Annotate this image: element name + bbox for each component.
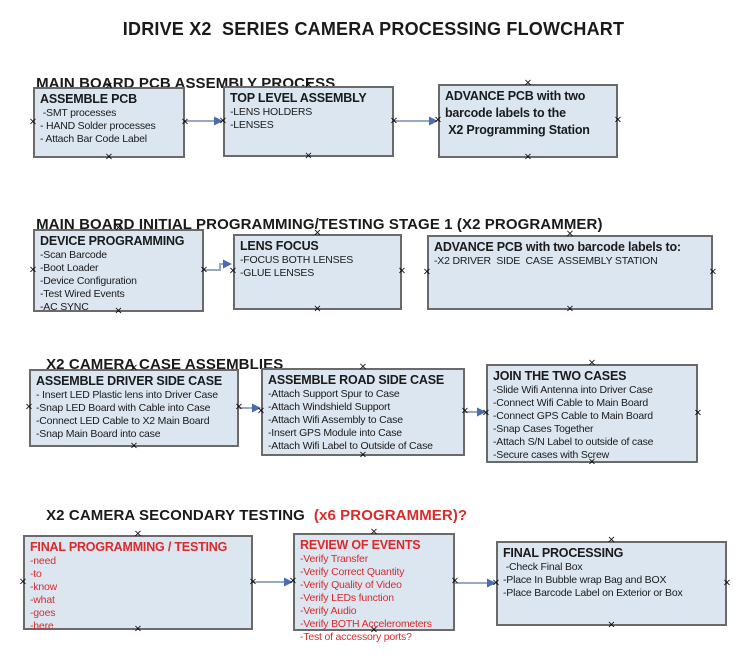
box-final-programming-testing: FINAL PROGRAMMING / TESTING -need-to-kno… — [23, 535, 253, 633]
box-item: -need — [30, 555, 56, 567]
box-item: -Slide Wifi Antenna into Driver Case — [493, 384, 653, 396]
box-title: LENS FOCUS — [240, 239, 319, 253]
box-item: -Verify Transfer — [300, 553, 368, 565]
box-review-of-events: REVIEW OF EVENTS -Verify Transfer-Verify… — [293, 533, 455, 643]
box-title: FINAL PROGRAMMING / TESTING — [30, 540, 228, 554]
box-item: -Snap LED Board with Cable into Case — [36, 402, 211, 414]
box-title: ASSEMBLE DRIVER SIDE CASE — [36, 374, 223, 388]
box-items: -LENS HOLDERS-LENSES — [230, 106, 389, 132]
box-title: ADVANCE PCB with two barcode labels to: — [434, 240, 681, 254]
box-title: FINAL PROCESSING — [503, 546, 624, 560]
box-item: -Verify Quality of Video — [300, 579, 402, 591]
section-heading-secondary-testing: X2 CAMERA SECONDARY TESTING (x6 PROGRAMME… — [29, 490, 467, 541]
box-item: -goes — [30, 607, 56, 619]
box-assemble-pcb: ASSEMBLE PCB -SMT processes- HAND Solder… — [33, 87, 185, 158]
section-heading-text: X2 CAMERA SECONDARY TESTING — [46, 507, 305, 524]
box-items: -Slide Wifi Antenna into Driver Case-Con… — [493, 384, 693, 462]
box-item: -Verify LEDs function — [300, 592, 394, 604]
box-title: TOP LEVEL ASSEMBLY — [230, 91, 367, 105]
flow-arrow-head — [252, 403, 261, 413]
box-items: -Attach Support Spur to Case-Attach Wind… — [268, 388, 460, 453]
flow-arrow-head — [477, 407, 486, 417]
box-item: -LENSES — [230, 119, 274, 131]
box-assemble-driver-side-case: ASSEMBLE DRIVER SIDE CASE - Insert LED P… — [29, 369, 239, 447]
box-advance-pcb-to-driver-side-station: ADVANCE PCB with two barcode labels to: … — [427, 235, 713, 310]
box-item: -Verify BOTH Accelerometers — [300, 618, 432, 630]
box-item: -LENS HOLDERS — [230, 106, 313, 118]
box-items: -Check Final Box-Place In Bubble wrap Ba… — [503, 561, 722, 600]
section-heading-initial-programming: MAIN BOARD INITIAL PROGRAMMING/TESTING S… — [19, 199, 603, 250]
box-item: -Verify Correct Quantity — [300, 566, 405, 578]
flow-arrow-head — [429, 116, 438, 126]
box-item: -know — [30, 581, 58, 593]
box-item: -Check Final Box — [503, 561, 583, 573]
box-item: -here — [30, 620, 54, 632]
box-item: -SMT processes — [40, 107, 117, 119]
box-item: -Device Configuration — [40, 275, 137, 287]
box-item: -Snap Main Board into case — [36, 428, 161, 440]
box-title: ASSEMBLE PCB — [40, 92, 137, 106]
box-items: -Verify Transfer-Verify Correct Quantity… — [300, 553, 450, 644]
section-heading-red-text: (x6 PROGRAMMER)? — [313, 507, 468, 524]
box-item: -Attach Wifi Assembly to Case — [268, 414, 403, 426]
box-title: JOIN THE TWO CASES — [493, 369, 627, 383]
box-item: -Place Barcode Label on Exterior or Box — [503, 587, 683, 599]
box-item: -Boot Loader — [40, 262, 99, 274]
box-title: DEVICE PROGRAMMING — [40, 234, 185, 248]
box-item: -Connect Wifi Cable to Main Board — [493, 397, 649, 409]
box-item: -Verify Audio — [300, 605, 357, 617]
box-items: -Scan Barcode-Boot Loader-Device Configu… — [40, 249, 199, 314]
box-item: -Snap Cases Together — [493, 423, 594, 435]
box-item: -Connect LED Cable to X2 Main Board — [36, 415, 210, 427]
page-title: IDRIVE X2 SERIES CAMERA PROCESSING FLOWC… — [122, 19, 625, 39]
flow-arrow-head — [284, 577, 293, 587]
box-assemble-road-side-case: ASSEMBLE ROAD SIDE CASE -Attach Support … — [261, 368, 465, 456]
box-item: - HAND Solder processes — [40, 120, 156, 132]
box-item: -AC SYNC — [40, 301, 89, 313]
section-heading-text: X2 CAMERA CASE ASSEMBLIES — [46, 356, 284, 373]
box-title: ADVANCE PCB with two barcode labels to t… — [445, 89, 590, 137]
box-device-programming: DEVICE PROGRAMMING -Scan Barcode-Boot Lo… — [33, 229, 204, 314]
box-item: -GLUE LENSES — [240, 267, 315, 279]
box-item: -Attach Windshield Support — [268, 401, 391, 413]
box-items: -need-to-know-what-goes-here — [30, 555, 248, 633]
box-items: - Insert LED Plastic lens into Driver Ca… — [36, 389, 234, 441]
box-item: -to — [30, 568, 42, 580]
box-item: -Attach Wifi Label to Outside of Case — [268, 440, 433, 452]
box-join-the-two-cases: JOIN THE TWO CASES -Slide Wifi Antenna i… — [486, 364, 698, 463]
flow-arrow-head — [223, 259, 232, 269]
box-item: -Connect GPS Cable to Main Board — [493, 410, 653, 422]
box-items: -X2 DRIVER SIDE CASE ASSEMBLY STATION — [434, 255, 708, 268]
box-item: -Secure cases with Screw — [493, 449, 609, 461]
box-item: - Attach Bar Code Label — [40, 133, 147, 145]
box-title: ASSEMBLE ROAD SIDE CASE — [268, 373, 444, 387]
box-item: -X2 DRIVER SIDE CASE ASSEMBLY STATION — [434, 255, 658, 267]
box-item: -Attach S/N Label to outside of case — [493, 436, 654, 448]
box-item: -FOCUS BOTH LENSES — [240, 254, 354, 266]
box-item: -Test Wired Events — [40, 288, 125, 300]
section-heading-text: MAIN BOARD INITIAL PROGRAMMING/TESTING S… — [36, 216, 603, 233]
box-final-processing: FINAL PROCESSING -Check Final Box-Place … — [496, 541, 727, 626]
flow-arrow-line — [204, 263, 224, 271]
box-title: REVIEW OF EVENTS — [300, 538, 421, 552]
flow-arrow-head — [487, 578, 496, 588]
box-advance-pcb-to-programming-station: ADVANCE PCB with two barcode labels to t… — [438, 84, 618, 158]
box-items: -SMT processes- HAND Solder processes- A… — [40, 107, 180, 146]
box-item: -Test of accessory ports? — [300, 631, 412, 643]
flow-arrow-head — [214, 116, 223, 126]
box-item: -Place In Bubble wrap Bag and BOX — [503, 574, 667, 586]
box-items: -FOCUS BOTH LENSES-GLUE LENSES — [240, 254, 397, 280]
box-item: - Insert LED Plastic lens into Driver Ca… — [36, 389, 218, 401]
box-item: -what — [30, 594, 55, 606]
box-top-level-assembly: TOP LEVEL ASSEMBLY -LENS HOLDERS-LENSES — [223, 86, 394, 157]
box-item: -Scan Barcode — [40, 249, 107, 261]
box-lens-focus: LENS FOCUS -FOCUS BOTH LENSES-GLUE LENSE… — [233, 234, 402, 310]
box-item: -Insert GPS Module into Case — [268, 427, 402, 439]
box-item: -Attach Support Spur to Case — [268, 388, 400, 400]
section-heading-case-assemblies: X2 CAMERA CASE ASSEMBLIES — [29, 339, 283, 390]
